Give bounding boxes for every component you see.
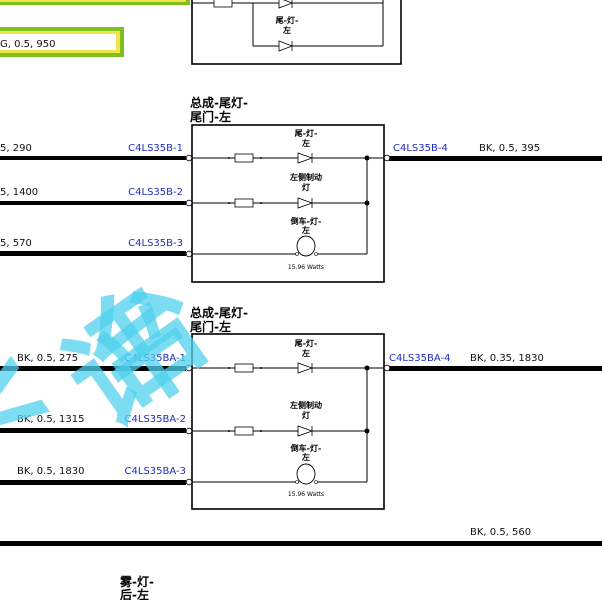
assembly-2-right-wire-label: BK, 0.35, 1830 (470, 353, 544, 364)
top-assembly-box (191, 0, 402, 65)
bottom-region: BK, 0.5, 560 雾-灯- 后-左 (0, 527, 602, 600)
assembly-2: 总成-尾灯- 尾门-左 BK, 0.5, 275 C4LS35BA-1 BK, … (0, 305, 602, 510)
assembly-1-connector-4: C4LS35B-4 (393, 143, 448, 154)
assembly-1-wire-label-2: 5, 1400 (0, 187, 38, 198)
assembly-1-pin-3[interactable] (185, 250, 193, 258)
assembly-2-resistor-2 (234, 426, 254, 436)
assembly-2-wire-label-3: BK, 0.5, 1830 (17, 466, 85, 477)
assembly-2-pin-3[interactable] (185, 478, 193, 486)
bottom-box-title-line2: 后-左 (120, 587, 149, 600)
assembly-2-right-wire[interactable] (389, 366, 602, 371)
top-box-resistor (213, 0, 233, 8)
assembly-2-diode-2 (297, 425, 314, 437)
assembly-2-connector-2: C4LS35BA-2 (125, 414, 186, 425)
top-wire-label: G, 0.5, 950 (0, 39, 55, 50)
assembly-2-comp-2-line1: 左侧制动 (289, 400, 322, 410)
assembly-2-wire-2[interactable] (0, 428, 186, 433)
assembly-2-pin-2[interactable] (185, 427, 193, 435)
assembly-2-connector-3: C4LS35BA-3 (125, 466, 186, 477)
bottom-wire[interactable] (0, 541, 602, 546)
assembly-1-title-line2: 尾门-左 (190, 109, 231, 124)
top-box-comp-line2: 左 (282, 25, 291, 35)
green-label-box (0, 34, 116, 50)
assembly-2-bulb-icon (296, 463, 316, 485)
assembly-1-diode-1 (297, 152, 314, 164)
assembly-2-pin-4[interactable] (383, 364, 391, 372)
assembly-2-pin-1[interactable] (185, 364, 193, 372)
assembly-2-comp-1-line2: 左 (301, 348, 310, 358)
assembly-2-wire-1[interactable] (0, 366, 186, 371)
assembly-1: 总成-尾灯- 尾门-左 5, 290 C4LS35B-1 5, 1400 C4L… (0, 95, 602, 283)
bottom-box-title-line1: 雾-灯- (119, 574, 154, 589)
assembly-2-wire-label-2: BK, 0.5, 1315 (17, 414, 85, 425)
assembly-2-wire-3[interactable] (0, 480, 186, 485)
bottom-wire-label: BK, 0.5, 560 (470, 527, 531, 538)
assembly-1-right-wire[interactable] (389, 156, 602, 161)
top-green-wire (0, 0, 190, 5)
assembly-1-diode-2 (297, 197, 314, 209)
assembly-1-comp-2-line2: 灯 (302, 182, 310, 192)
top-box-diode-2 (278, 40, 294, 52)
assembly-1-pin-4[interactable] (383, 154, 391, 162)
assembly-1-wire-label-3: 5, 570 (0, 238, 32, 249)
assembly-1-pin-1[interactable] (185, 154, 193, 162)
assembly-2-comp-3-line1: 倒车-灯- (290, 443, 322, 453)
assembly-1-wire-label-1: 5, 290 (0, 143, 32, 154)
assembly-2-comp-2-line2: 灯 (302, 410, 310, 420)
watermark: 评 台 < (0, 251, 235, 489)
assembly-1-connector-3: C4LS35B-3 (128, 238, 183, 249)
top-region: G, 0.5, 950 尾-灯- 左 (0, 0, 402, 65)
top-box-comp-line1: 尾-灯- (275, 15, 299, 25)
assembly-1-comp-1-line1: 尾-灯- (294, 128, 318, 138)
assembly-1-comp-2-line1: 左侧制动 (289, 172, 322, 182)
assembly-2-connector-4: C4LS35BA-4 (389, 353, 450, 364)
assembly-1-connector-1: C4LS35B-1 (128, 143, 183, 154)
assembly-1-resistor-2 (234, 198, 254, 208)
assembly-1-right-wire-label: BK, 0.5, 395 (479, 143, 540, 154)
assembly-1-comp-3-line2: 左 (301, 225, 310, 235)
assembly-1-wattage: 15.96 Watts (288, 264, 324, 271)
assembly-1-bulb-icon (296, 235, 316, 257)
top-box-diode-1 (278, 0, 294, 9)
top-green-wire-stripe (0, 0, 186, 2)
assembly-1-comp-1-line2: 左 (301, 138, 310, 148)
assembly-2-comp-1-line1: 尾-灯- (294, 338, 318, 348)
assembly-2-wattage: 15.96 Watts (288, 491, 324, 498)
assembly-1-title-line1: 总成-尾灯- (190, 95, 248, 110)
assembly-1-comp-3-line1: 倒车-灯- (290, 216, 322, 226)
assembly-2-title-line2: 尾门-左 (190, 319, 231, 334)
assembly-2-connector-1: C4LS35BA-1 (125, 353, 186, 364)
assembly-2-resistor-1 (234, 363, 254, 373)
assembly-2-comp-3-line2: 左 (301, 452, 310, 462)
assembly-2-wire-label-1: BK, 0.5, 275 (17, 353, 78, 364)
assembly-1-pin-2[interactable] (185, 199, 193, 207)
assembly-1-connector-2: C4LS35B-2 (128, 187, 183, 198)
assembly-1-wire-3[interactable] (0, 251, 186, 256)
assembly-1-wire-2[interactable] (0, 201, 186, 205)
watermark-glyph-2: 台 (57, 251, 235, 434)
assembly-2-title-line1: 总成-尾灯- (190, 305, 248, 320)
assembly-2-diode-1 (297, 362, 314, 374)
assembly-1-wire-1[interactable] (0, 156, 186, 160)
assembly-2-box (191, 333, 385, 510)
assembly-1-resistor-1 (234, 153, 254, 163)
